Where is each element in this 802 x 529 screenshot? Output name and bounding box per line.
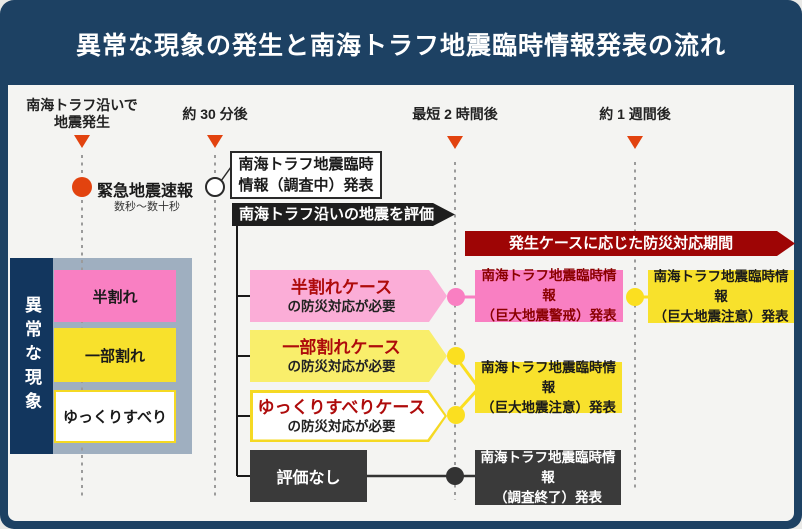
- page-title: 異常な現象の発生と南海トラフ地震臨時情報発表の流れ: [75, 32, 726, 60]
- yellow-dot-icon: [626, 288, 644, 306]
- phenomena-label: 異常な現象: [22, 296, 41, 416]
- triangle-marker-icon: [74, 135, 90, 148]
- case-subtitle: の防災対応が必要: [287, 359, 396, 374]
- timeline-label-earthquake: 南海トラフ沿いで 地震発生: [26, 97, 138, 130]
- triangle-marker-icon: [447, 136, 463, 149]
- announcement-giant-quake-caution: 南海トラフ地震臨時情報 （巨大地震注意）発表: [475, 360, 622, 415]
- phenomenon-partial-rupture: 一部割れ: [54, 328, 176, 382]
- investigating-info-box: 南海トラフ地震臨時 情報（調査中）発表: [230, 151, 382, 199]
- triangle-marker-icon: [627, 136, 643, 149]
- case-slow-slip: ゆっくりすべりケース の防災対応が必要: [250, 390, 447, 442]
- case-subtitle: の防災対応が必要: [287, 299, 396, 314]
- phenomenon-half-rupture: 半割れ: [54, 270, 176, 322]
- case-tree-connector: [236, 226, 250, 477]
- case-title: 一部割れケース: [282, 338, 401, 357]
- black-dot-icon: [446, 467, 464, 485]
- announcement-giant-quake-caution-week: 南海トラフ地震臨時情報 （巨大地震注意）発表: [648, 269, 794, 324]
- evaluate-banner: 南海トラフ沿いの地震を評価: [232, 203, 455, 226]
- triangle-marker-icon: [207, 135, 223, 148]
- eew-label: 緊急地震速報: [97, 183, 194, 200]
- investigating-dot-icon: [205, 177, 225, 197]
- timeline-label-1week: 約 1 週間後: [599, 106, 671, 122]
- yellow-connector-upper: [456, 359, 480, 388]
- case-subtitle: の防災対応が必要: [287, 419, 396, 434]
- announcement-giant-quake-warning: 南海トラフ地震臨時情報 （巨大地震警戒）発表: [475, 268, 623, 323]
- announcement-investigation-ended: 南海トラフ地震臨時情報 （調査終了）発表: [475, 450, 621, 505]
- response-period-banner: 発生ケースに応じた防災対応期間: [465, 231, 795, 256]
- case-half-rupture: 半割れケース の防災対応が必要: [250, 270, 447, 322]
- phenomenon-slow-slip: ゆっくりすべり: [54, 390, 176, 443]
- pink-dot-icon: [447, 288, 465, 306]
- eew-sublabel: 数秒〜数十秒: [114, 201, 180, 213]
- yellow-dot-icon: [447, 347, 465, 365]
- yellow-connector-lower: [456, 387, 480, 413]
- case-title: ゆっくりすべりケース: [257, 398, 426, 417]
- yellow-dot-icon: [447, 406, 465, 424]
- phenomena-label-bar: 異常な現象: [10, 258, 53, 454]
- case-partial-rupture: 一部割れケース の防災対応が必要: [250, 330, 447, 382]
- timeline-label-2hours: 最短 2 時間後: [412, 106, 498, 122]
- investigating-connector: [220, 166, 232, 182]
- timeline-label-30min: 約 30 分後: [182, 106, 248, 122]
- case-inner-fill: [253, 393, 445, 440]
- case-no-evaluation: 評価なし: [250, 450, 367, 502]
- eew-dot-icon: [72, 177, 92, 197]
- case-title: 半割れケース: [290, 278, 393, 297]
